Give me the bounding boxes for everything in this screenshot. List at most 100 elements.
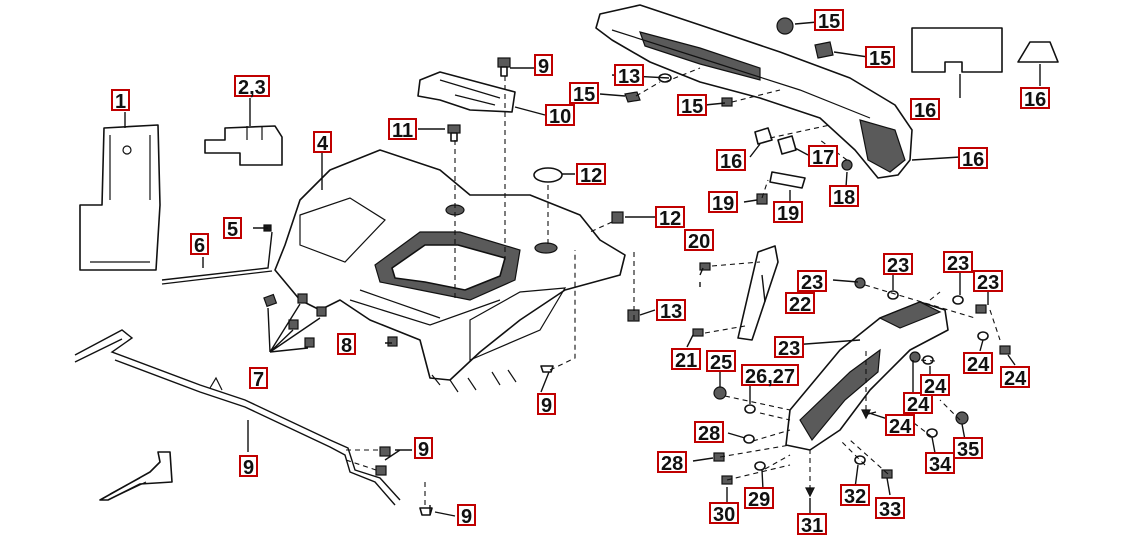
part-15-clip — [316, 306, 327, 317]
part-17-bolt — [497, 57, 511, 68]
part-2-3-top-shade — [878, 301, 942, 329]
part-35-pad — [1017, 41, 1059, 63]
callout-23-right-top: 23 — [973, 270, 1004, 294]
part-15-clip — [288, 319, 299, 330]
callout-16-left: 25 — [706, 350, 737, 374]
callout-23-right-mid: 24 — [1000, 366, 1031, 390]
callout-16-top: 23 — [797, 270, 828, 294]
callout-9-top: 13 — [614, 64, 645, 88]
callout-13-bottom: 31 — [797, 513, 828, 537]
callout-16-right-mid: 24 — [903, 392, 934, 416]
callout-20: 19 — [773, 201, 804, 225]
part-1-left-panel — [299, 197, 386, 263]
part-5-grommet — [776, 17, 794, 35]
part-30-rod-inner — [161, 270, 273, 285]
part-15-clip — [387, 336, 398, 347]
part-9-washer — [887, 290, 899, 300]
front-direction-arrow — [99, 451, 173, 501]
callout-26-27: 22 — [785, 292, 816, 316]
part-1-lower-tabs — [431, 369, 517, 393]
part-29-bolt — [379, 446, 391, 457]
part-24-washer — [743, 434, 755, 444]
callout-18: 11 — [388, 118, 418, 142]
part-28-screw — [699, 262, 711, 271]
callout-23-bottom-left: 30 — [709, 502, 740, 526]
callout-9-right-top: 23 — [883, 253, 914, 277]
part-2-3-shading — [799, 348, 881, 442]
part-28-screw — [692, 328, 704, 337]
callout-30: 6 — [190, 233, 210, 257]
part-30-rod — [161, 231, 273, 281]
part-16-nut — [854, 277, 866, 289]
part-18-shank — [450, 132, 458, 142]
callout-25: 15 — [865, 46, 896, 70]
callout-24-right-mid: 24 — [963, 352, 994, 376]
part-15-clip-right — [777, 135, 797, 155]
part-24-washer — [952, 295, 964, 305]
callout-17: 9 — [534, 54, 554, 78]
part-33-hole — [122, 145, 132, 155]
part-1-well-inner — [391, 244, 506, 291]
part-4-edge-line — [611, 29, 871, 119]
callout-5: 15 — [814, 9, 845, 33]
callout-19-lower: 13 — [656, 299, 687, 323]
callout-24-left: 28 — [694, 421, 725, 445]
part-23-bolt — [975, 304, 987, 314]
part-6-detail — [439, 79, 501, 106]
callout-19-upper: 12 — [655, 206, 686, 230]
part-18-bolt — [447, 124, 461, 134]
part-22-nut — [841, 159, 853, 171]
callout-7: 12 — [576, 163, 607, 187]
callout-9-left: 26,27 — [741, 364, 800, 388]
callout-6: 10 — [545, 104, 576, 128]
part-7-cap — [533, 167, 563, 183]
part-4-end-shading — [859, 119, 906, 173]
part-24-washer — [977, 331, 989, 341]
part-12-rivet — [540, 365, 554, 373]
callout-34: 16 — [910, 98, 941, 122]
callout-24-bottom-left: 29 — [744, 487, 775, 511]
part-1-rear-skirt — [349, 289, 501, 326]
callout-35: 16 — [1020, 87, 1051, 111]
callout-28-lower: 21 — [671, 348, 702, 372]
callout-12-bottom: 9 — [457, 504, 477, 528]
callout-22: 18 — [829, 185, 860, 209]
part-15-clip — [304, 337, 315, 348]
assembly-lines — [345, 67, 1001, 505]
part-8-tab — [209, 376, 223, 391]
callout-10: 15 — [569, 82, 600, 106]
callout-2-3: 23 — [774, 336, 805, 360]
part-17-shank — [500, 66, 508, 77]
part-16-nut — [909, 351, 921, 363]
part-1-right-panel — [469, 287, 567, 361]
part-15-clip — [297, 293, 308, 304]
callout-16-bottom-right: 35 — [953, 437, 984, 461]
callout-15-right: 17 — [808, 145, 839, 169]
callout-9-bottom-right: 34 — [925, 452, 956, 476]
part-32-bracket — [204, 125, 283, 166]
callout-8: 9 — [239, 455, 259, 479]
callout-15-left: 7 — [249, 367, 269, 391]
part-33-side-panel — [79, 124, 161, 271]
callout-11: 19 — [708, 191, 739, 215]
part-25-clip — [814, 41, 834, 59]
callout-28-upper: 20 — [684, 229, 715, 253]
part-16-nut — [713, 386, 727, 400]
part-1-cap-seat — [534, 242, 558, 254]
callout-21: 16 — [716, 149, 747, 173]
part-33-detail — [90, 135, 151, 263]
callout-24-bottom-right: 32 — [840, 484, 871, 508]
part-8-frame-bar — [74, 329, 401, 506]
callout-9-right-mid: 24 — [920, 374, 951, 398]
part-11-bolt — [756, 193, 768, 205]
callout-12-mid: 9 — [537, 393, 557, 417]
callout-33: 1 — [111, 89, 131, 113]
callout-15-mid: 8 — [337, 333, 357, 357]
part-34-pad — [911, 27, 1003, 73]
callout-1: 4 — [313, 131, 333, 155]
callout-23-left: 28 — [657, 451, 688, 475]
part-23-bolt — [881, 469, 893, 479]
leader-lines — [124, 19, 1041, 517]
